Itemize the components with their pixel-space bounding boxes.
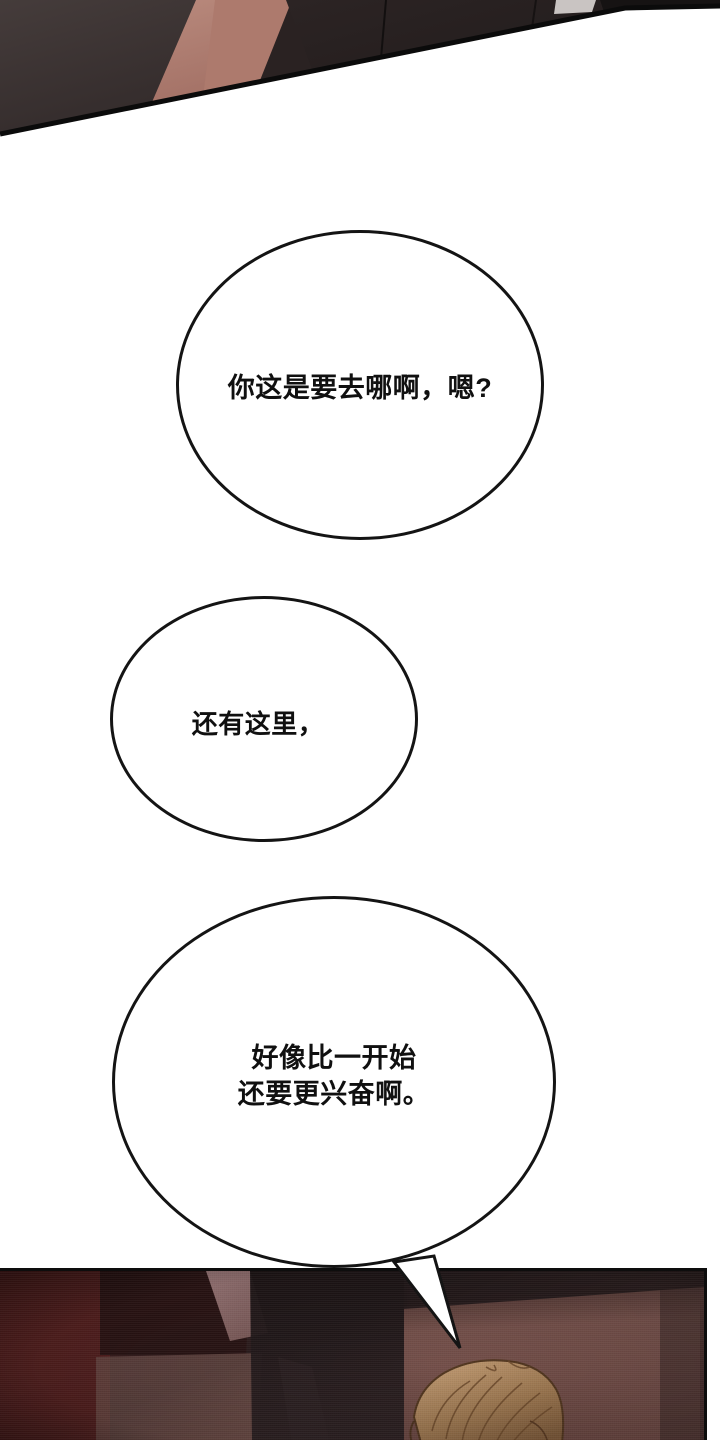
top-panel-sliver <box>0 0 720 140</box>
highlight-patch <box>554 0 596 14</box>
top-panel-contents <box>0 0 720 134</box>
speech-bubble-1: 你这是要去哪啊，嗯? <box>176 230 544 540</box>
vignette-overlay <box>0 1271 704 1440</box>
garment-right-shape <box>286 0 720 118</box>
speech-bubble-3-text: 好像比一开始 还要更兴奋啊。 <box>237 1042 431 1109</box>
bottom-panel-artwork <box>0 1271 704 1440</box>
speech-bubble-1-text: 你这是要去哪啊，嗯? <box>227 372 493 403</box>
bottom-panel-right-margin <box>704 1268 720 1440</box>
panel-diagonal-edge <box>0 3 720 137</box>
bottom-panel-room <box>0 1268 707 1440</box>
speech-bubble-2: 还有这里， <box>110 596 418 842</box>
speech-bubble-3: 好像比一开始 还要更兴奋啊。 <box>112 896 556 1268</box>
top-panel-artwork <box>0 0 720 137</box>
speech-bubble-2-text: 还有这里， <box>191 708 325 739</box>
